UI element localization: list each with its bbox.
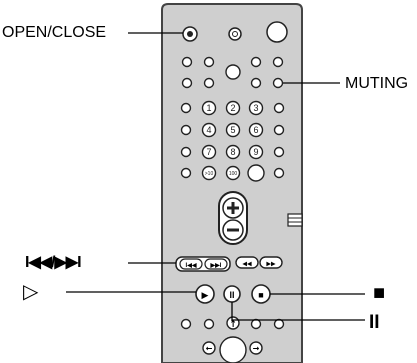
next-icon: ▶▶I (210, 262, 222, 269)
lower-button[interactable] (250, 318, 262, 330)
grid-button[interactable] (250, 56, 262, 68)
grid-button[interactable] (203, 77, 215, 89)
stop-label: ■ (373, 282, 386, 304)
lower-button[interactable] (180, 318, 192, 330)
number-button-7[interactable] (201, 144, 217, 160)
grid-button[interactable] (250, 77, 262, 89)
number-button-3[interactable] (248, 100, 264, 116)
svg-text:8: 8 (230, 147, 235, 157)
svg-text:5: 5 (230, 125, 235, 135)
side-button[interactable] (180, 102, 192, 114)
right-arrow-icon: → (253, 344, 260, 353)
upper-button-grid (181, 56, 284, 89)
left-button[interactable] (202, 341, 216, 355)
skip-label: I◀◀/▶▶I (25, 254, 82, 271)
muting-button[interactable] (272, 77, 284, 89)
side-button[interactable] (180, 167, 192, 179)
volume-rocker[interactable] (218, 191, 248, 245)
ff-button[interactable] (259, 256, 283, 269)
side-switch[interactable] (287, 213, 303, 227)
number-pad (180, 100, 285, 182)
side-button[interactable] (273, 167, 285, 179)
lower-button[interactable] (273, 318, 285, 330)
svg-text:4: 4 (206, 125, 211, 135)
number-labels: 1 2 3 4 5 6 7 8 9 >10 100 (205, 103, 259, 177)
play-button[interactable] (195, 284, 215, 304)
rew-button[interactable] (235, 256, 259, 269)
grid-button[interactable] (225, 64, 241, 80)
number-button-5[interactable] (225, 122, 241, 138)
svg-text:9: 9 (253, 147, 258, 157)
play-label: ▷ (23, 281, 39, 303)
svg-text:100: 100 (229, 171, 238, 177)
svg-text:1: 1 (206, 103, 211, 113)
svg-text:3: 3 (253, 103, 258, 113)
pause-icon: II (229, 290, 234, 300)
leader-lines (66, 32, 365, 321)
prev-button[interactable] (179, 258, 203, 270)
stop-icon: ■ (258, 290, 263, 300)
side-button[interactable] (180, 146, 192, 158)
rew-icon: ◀◀ (242, 262, 252, 268)
open-close-label: OPEN/CLOSE (2, 24, 107, 41)
svg-text:6: 6 (253, 125, 258, 135)
ff-icon: ▶▶ (266, 262, 276, 268)
prev-icon: I◀◀ (186, 262, 197, 269)
lower-button[interactable] (203, 318, 215, 330)
number-button-8[interactable] (225, 144, 241, 160)
svg-text:2: 2 (230, 103, 235, 113)
enter-button[interactable] (219, 336, 247, 363)
muting-label: MUTING (345, 75, 409, 92)
pause-label: II (369, 312, 380, 333)
play-icon: ▶ (202, 290, 209, 300)
up-arrow-icon: ↑ (229, 320, 237, 330)
power-button[interactable] (266, 21, 288, 43)
grid-button[interactable] (272, 56, 284, 68)
side-button[interactable] (273, 146, 285, 158)
right-button[interactable] (249, 341, 263, 355)
number-button-2[interactable] (225, 100, 241, 116)
number-button-6[interactable] (248, 122, 264, 138)
side-button[interactable] (273, 124, 285, 136)
svg-text:>10: >10 (205, 171, 214, 177)
left-arrow-icon: ← (206, 344, 213, 353)
grid-button[interactable] (203, 56, 215, 68)
number-button-1[interactable] (201, 100, 217, 116)
remote-body (161, 3, 303, 363)
number-button-100[interactable] (225, 165, 241, 181)
side-button[interactable] (273, 102, 285, 114)
side-button[interactable] (180, 124, 192, 136)
plus-icon (227, 202, 239, 214)
next-button[interactable] (204, 258, 228, 270)
number-button-4[interactable] (201, 122, 217, 138)
grid-button[interactable] (181, 77, 193, 89)
grid-button[interactable] (181, 56, 193, 68)
number-button-10[interactable] (201, 165, 217, 181)
number-button-0[interactable] (247, 164, 265, 182)
number-button-9[interactable] (248, 144, 264, 160)
svg-text:7: 7 (206, 147, 211, 157)
